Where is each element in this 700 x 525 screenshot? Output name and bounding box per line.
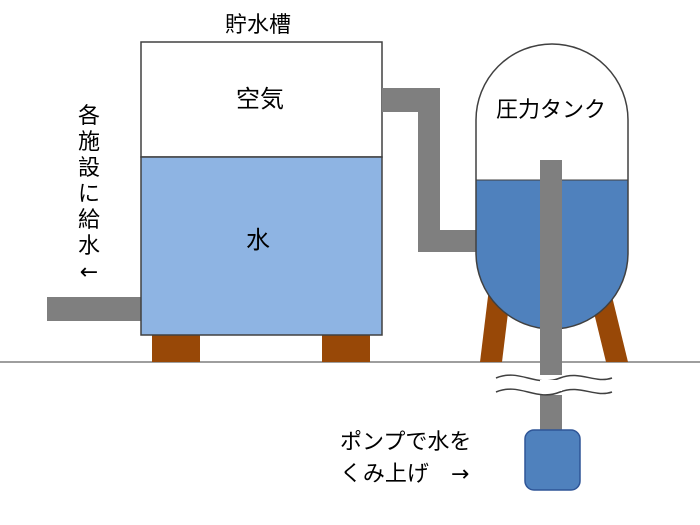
supply-arrow: ← xyxy=(79,260,99,285)
supply-pipe xyxy=(47,297,142,321)
pump-pipe-lower xyxy=(540,395,562,435)
supply-char: 各 xyxy=(77,104,100,129)
supply-char: 水 xyxy=(77,234,100,259)
pressure-tank-outline xyxy=(475,43,629,330)
air-label: 空気 xyxy=(236,85,284,113)
connect-pipe-v xyxy=(418,88,440,252)
tank-leg-left xyxy=(152,335,200,362)
supply-char: 施 xyxy=(77,130,100,155)
pump-caption-line1: ポンプで水を xyxy=(340,430,471,455)
storage-tank-title: 貯水槽 xyxy=(225,13,291,38)
supply-char: 設 xyxy=(77,156,100,181)
water-label: 水 xyxy=(246,226,270,254)
pressure-tank-label: 圧力タンク xyxy=(496,98,606,123)
supply-to-facilities-label: 各 施 設 に 給 水 ← xyxy=(74,104,104,286)
connect-pipe-h2 xyxy=(418,230,480,252)
pump-pipe-upper xyxy=(540,160,562,375)
storage-tank-water xyxy=(140,156,383,336)
pipe-break-symbol xyxy=(495,374,613,382)
tank-leg-right xyxy=(322,335,370,362)
pump-caption-line2: くみ上げ → xyxy=(340,462,469,487)
supply-char: に xyxy=(77,182,100,207)
supply-char: 給 xyxy=(77,208,100,233)
pump xyxy=(524,429,581,491)
